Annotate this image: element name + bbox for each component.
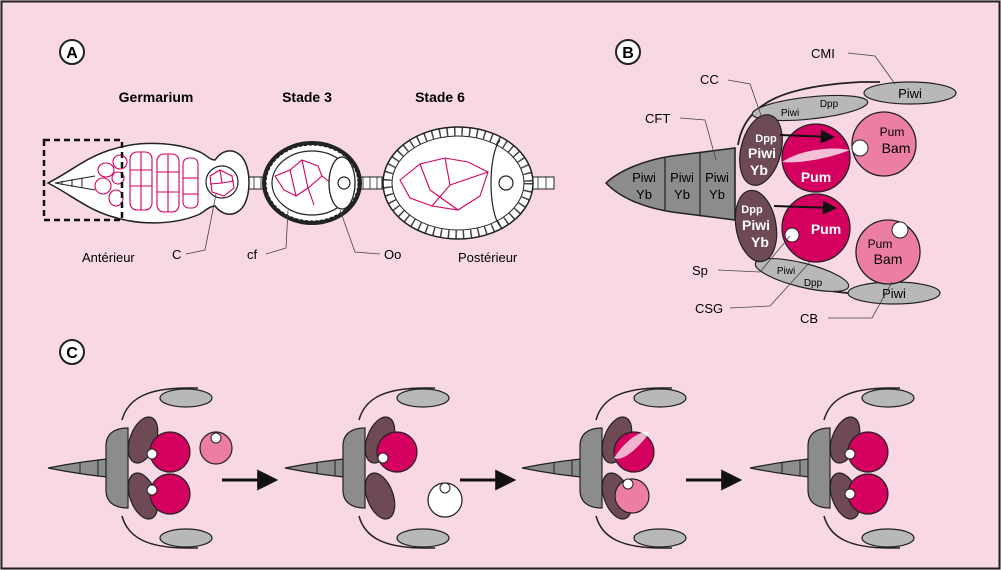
callout-line-csg: [729, 261, 811, 309]
panel-a: Germarium Stade 3 Stade 6: [42, 89, 555, 265]
germarium-zoom-box: [42, 138, 124, 222]
cap-cell-2: Piwi Yb: [670, 170, 694, 202]
niche-bottom-yb: Yb: [751, 234, 769, 250]
niche-cell-top: Dpp Piwi Yb: [739, 114, 783, 186]
niche-cell-bottom: Dpp Piwi Yb: [734, 189, 778, 263]
panel-label-a-badge: A: [59, 39, 85, 65]
label-oo: Oo: [384, 247, 401, 262]
escort-cell-top-dpp: Dpp: [820, 99, 839, 110]
dpp-signal-arrow-bottom: [773, 200, 837, 215]
niche-top-yb: Yb: [750, 162, 768, 178]
cap-cell-1-yb: Yb: [636, 187, 652, 202]
escort-cell-bottom: [754, 257, 850, 293]
muscle-cell-top: [863, 81, 957, 105]
cystoblast-top: Pum Bam: [851, 111, 917, 177]
germarium: [46, 142, 250, 224]
germline-stem-cell-bottom: Pum: [781, 193, 851, 263]
muscle-cell-top-piwi: Piwi: [898, 86, 922, 101]
niche-bottom-dpp: Dpp: [741, 204, 763, 216]
niche-top-piwi: Piwi: [748, 145, 776, 161]
panel-b: Piwi Yb Piwi Yb Piwi Yb Piwi Piwi Piwi D…: [604, 46, 957, 326]
gsc-bottom-pum: Pum: [811, 221, 841, 237]
callout-line-cft: [679, 117, 717, 161]
spectrosome-bottom: [784, 227, 800, 243]
callout-line-cmi: [847, 52, 896, 85]
callout-line-c: [185, 193, 217, 255]
dpp-signal-arrow-top: [779, 129, 835, 144]
label-germarium: Germarium: [119, 89, 194, 105]
callout-line-sp: [717, 235, 791, 273]
niche-top-dpp: Dpp: [755, 133, 777, 145]
egg-chamber-stade-3: [262, 141, 362, 225]
label-posterieur: Postérieur: [458, 250, 518, 265]
cap-cell-3-piwi: Piwi: [705, 170, 729, 185]
label-cf: cf: [247, 247, 258, 262]
germline-stem-cell-top: Pum: [781, 123, 851, 193]
germarium-membrane-top: [737, 81, 880, 146]
cap-cell-1: Piwi Yb: [632, 170, 656, 202]
label-sp: Sp: [692, 263, 708, 278]
callout-line-cf: [265, 209, 289, 255]
cap-cell-2-piwi: Piwi: [670, 170, 694, 185]
callout-line-oo: [339, 209, 381, 255]
panel-label-b-badge: B: [615, 39, 641, 65]
cap-cell-2-yb: Yb: [674, 187, 690, 202]
cap-cell-3: Piwi Yb: [705, 170, 729, 202]
escort-cell-top: [751, 94, 869, 122]
label-cb: CB: [800, 311, 818, 326]
panel-label-c-badge: C: [59, 339, 85, 365]
label-stade-3: Stade 3: [282, 89, 332, 105]
gsc-top-pum: Pum: [801, 169, 831, 185]
cystoblast-bottom-pum: Pum: [868, 237, 893, 251]
panel-label-c: C: [66, 345, 78, 362]
escort-cell-bottom-dpp: Dpp: [804, 278, 823, 289]
division-step-1: [47, 387, 233, 549]
division-step-2: [284, 387, 463, 549]
panel-label-b: B: [622, 45, 634, 62]
escort-cell-bottom-piwi: Piwi: [777, 266, 795, 277]
cystoblast-top-bam: Bam: [882, 140, 911, 156]
cap-cell-1-piwi: Piwi: [632, 170, 656, 185]
cystoblast-bottom-bam: Bam: [874, 251, 903, 267]
panel-label-a: A: [66, 45, 78, 62]
cystoblast-bottom: Pum Bam: [855, 219, 921, 285]
niche-bottom-piwi: Piwi: [742, 217, 770, 233]
label-cft: CFT: [645, 111, 670, 126]
label-anterieur: Antérieur: [82, 250, 135, 265]
escort-cell-top-piwi: Piwi: [781, 108, 799, 119]
panel-c: [47, 387, 915, 549]
label-csg: CSG: [695, 301, 723, 316]
label-stade-6: Stade 6: [415, 89, 465, 105]
cystoblast-top-pum: Pum: [880, 125, 905, 139]
label-cmi: CMI: [811, 46, 835, 61]
cap-cell-3-yb: Yb: [709, 187, 725, 202]
division-step-4: [749, 387, 915, 549]
label-c-cystoblast: C: [172, 247, 181, 262]
callout-line-cc: [727, 79, 763, 119]
division-step-3: [521, 387, 687, 549]
callout-line-cb: [828, 281, 893, 319]
egg-chamber-stade-6: [382, 126, 534, 240]
label-cc: CC: [700, 72, 719, 87]
